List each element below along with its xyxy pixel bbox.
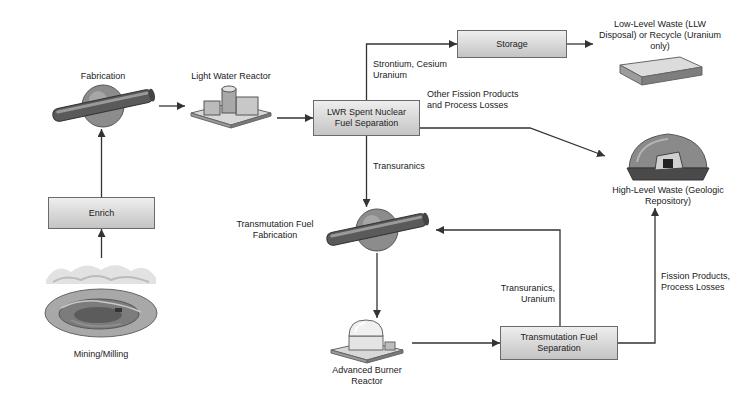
- node-label: Mining/Milling: [72, 348, 131, 361]
- flow-arrow: [376, 253, 377, 318]
- node-label: Advanced Burner Reactor: [322, 364, 412, 388]
- node-label: Transmutation Fuel Separation: [506, 332, 612, 354]
- flow-arrow: [420, 128, 605, 156]
- edge-label: Other Fission Products and Process Losse…: [426, 88, 522, 112]
- node-label: Enrich: [89, 208, 115, 219]
- illustrated-step: Light Water Reactor: [185, 70, 277, 129]
- illustrated-step: High-Level Waste (Geologic Repository): [605, 128, 731, 208]
- illustrated-step: Transmutation Fuel Fabrication: [228, 207, 436, 253]
- node-label: LWR Spent Nuclear Fuel Separation: [319, 107, 414, 129]
- fab-illustration: [48, 83, 158, 129]
- edge-label: Fission Products, Process Losses: [660, 270, 740, 294]
- flow-arrow: [412, 342, 500, 343]
- illustrated-step: Mining/Milling: [38, 258, 164, 361]
- edge-label: Transuranics, Uranium: [492, 282, 556, 306]
- flow-arrow: [567, 43, 593, 44]
- node-label: Fabrication: [79, 70, 128, 83]
- flow-arrow: [277, 117, 313, 118]
- process-box: Storage: [457, 30, 567, 58]
- flow-arrow: [366, 136, 367, 207]
- flow-arrow: [436, 230, 560, 326]
- node-label: Storage: [496, 39, 528, 50]
- node-label: Low-Level Waste (LLW Disposal) or Recycl…: [593, 18, 727, 53]
- node-label: High-Level Waste (Geologic Repository): [605, 184, 731, 208]
- flow-arrow: [159, 105, 185, 106]
- illustrated-step: Low-Level Waste (LLW Disposal) or Recycl…: [593, 18, 727, 89]
- lwr-illustration: [186, 83, 276, 129]
- flow-arrow: [101, 229, 102, 258]
- hlw-illustration: [623, 128, 713, 184]
- flow-arrow: [618, 208, 655, 343]
- fab-illustration: [322, 207, 432, 253]
- process-box: Enrich: [48, 197, 155, 229]
- illustrated-step: Fabrication: [47, 70, 159, 129]
- mine-illustration: [41, 258, 161, 348]
- edge-label: Strontium, Cesium Uranium: [372, 58, 454, 82]
- process-box: LWR Spent Nuclear Fuel Separation: [313, 100, 420, 136]
- llw-illustration: [610, 53, 710, 89]
- node-label: Transmutation Fuel Fabrication: [228, 218, 322, 242]
- process-box: Transmutation Fuel Separation: [500, 326, 618, 360]
- flow-arrow: [101, 129, 102, 197]
- illustrated-step: Advanced Burner Reactor: [322, 318, 412, 388]
- abr-illustration: [327, 318, 407, 364]
- edge-label: Transuranics: [372, 160, 444, 173]
- node-label: Light Water Reactor: [189, 70, 273, 83]
